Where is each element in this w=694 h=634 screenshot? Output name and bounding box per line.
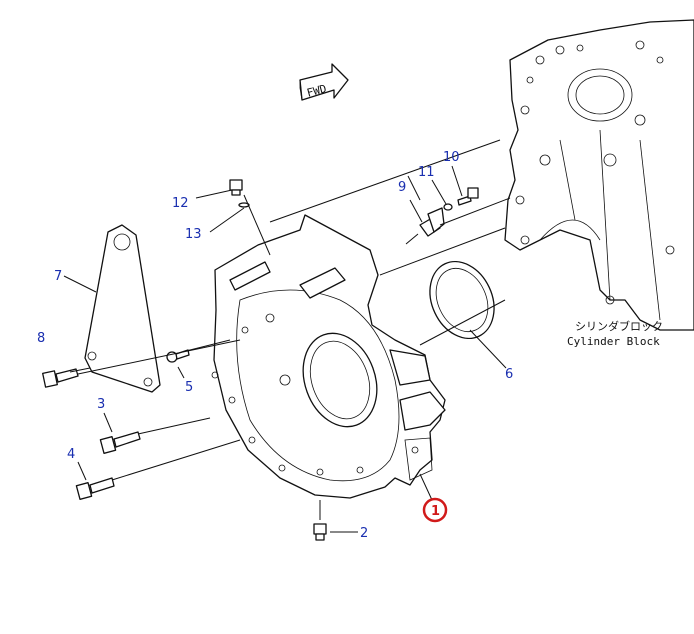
callout-8: 8 [37, 331, 45, 346]
highlight-circle-icon [422, 497, 448, 523]
bolt-5-drawing [166, 349, 190, 363]
bolt-8-drawing [42, 368, 79, 388]
sensor-9-drawing [419, 207, 445, 237]
callout-9: 9 [398, 180, 406, 195]
callout-11: 11 [418, 165, 435, 180]
cylinder-block-label-en: Cylinder Block [567, 335, 660, 348]
callout-6: 6 [505, 367, 513, 382]
callout-10: 10 [443, 150, 460, 165]
fwd-arrow-icon: FWD [299, 63, 349, 101]
callout-1: 1 [431, 504, 440, 519]
plug-2-drawing [313, 523, 327, 541]
callout-13: 13 [185, 227, 202, 242]
leader-lines [63, 139, 511, 533]
bracket-drawing [84, 224, 161, 393]
cylinder-block-label-jp: シリンダブロック [575, 319, 663, 333]
callout-12: 12 [172, 196, 189, 211]
washer-13-drawing [238, 202, 250, 208]
callout-4: 4 [67, 447, 75, 462]
bolt-3-drawing [99, 431, 141, 454]
callout-2: 2 [360, 526, 368, 541]
plug-12-drawing [229, 179, 243, 196]
fwd-label: FWD [305, 82, 328, 100]
oil-seal-drawing [429, 260, 495, 340]
callout-3: 3 [97, 397, 105, 412]
washer-11-drawing [443, 203, 453, 211]
flywheel-housing-drawing [211, 214, 446, 499]
callout-7: 7 [54, 269, 62, 284]
cylinder-block-drawing [504, 19, 694, 331]
callout-5: 5 [185, 380, 193, 395]
bolt-10-drawing [457, 187, 479, 206]
callout-1-highlight[interactable]: 1 [422, 497, 448, 523]
bolt-4-drawing [75, 477, 115, 500]
